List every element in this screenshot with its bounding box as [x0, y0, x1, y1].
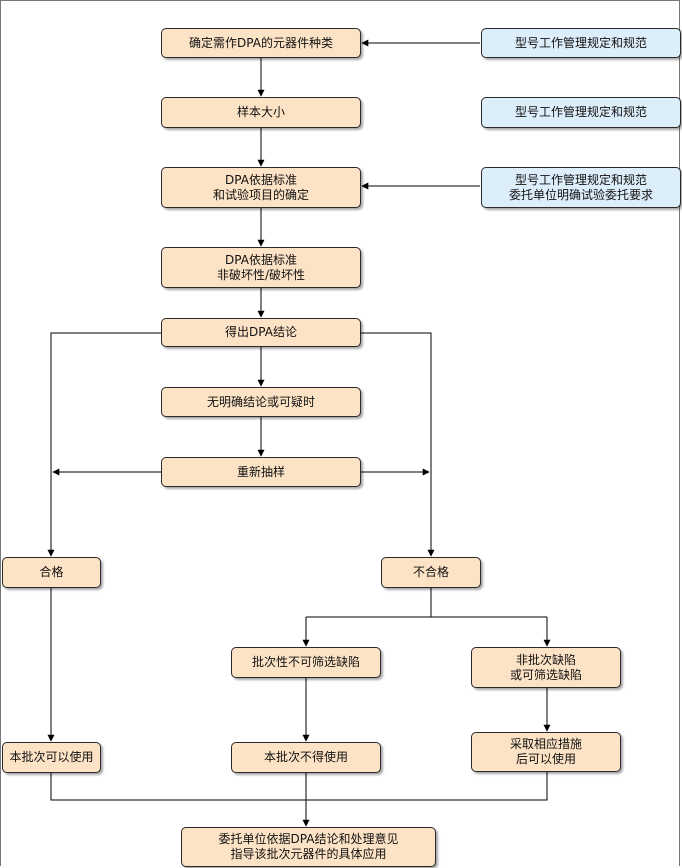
node-take-measures: 采取相应措施 后可以使用 [471, 732, 621, 772]
node-determine-component-types: 确定需作DPA的元器件种类 [161, 28, 361, 58]
source-label-line2: 委托单位明确试验委托要求 [508, 187, 653, 202]
node-label-line1: DPA依据标准 [225, 172, 297, 187]
node-batch-cannot-use: 本批次不得使用 [231, 742, 381, 773]
node-label: 本批次可以使用 [9, 750, 94, 764]
node-label-line2: 后可以使用 [515, 752, 576, 766]
node-standards-and-test-items: DPA依据标准 和试验项目的确定 [161, 167, 361, 208]
node-unclear-conclusion: 无明确结论或可疑时 [161, 387, 361, 417]
node-batch-defect: 批次性不可筛选缺陷 [231, 647, 381, 678]
node-label: 本批次不得使用 [263, 750, 348, 764]
node-pass: 合格 [2, 557, 101, 588]
node-label: 不合格 [412, 565, 449, 579]
node-label-line2: 或可筛选缺陷 [509, 667, 582, 682]
node-label-line1: 委托单位依据DPA结论和处理意见 [218, 832, 399, 846]
node-label-line1: 采取相应措施 [509, 737, 582, 751]
source-label-line1: 型号工作管理规定和规范 [514, 172, 647, 187]
node-non-batch-defect: 非批次缺陷 或可筛选缺陷 [471, 647, 621, 688]
source-regulations-and-requirements: 型号工作管理规定和规范 委托单位明确试验委托要求 [481, 167, 681, 208]
node-label: 样本大小 [236, 105, 285, 119]
node-label-line2: 和试验项目的确定 [212, 187, 309, 202]
node-final-application: 委托单位依据DPA结论和处理意见 指导该批次元器件的具体应用 [181, 827, 436, 867]
node-resample: 重新抽样 [161, 457, 361, 487]
node-label-line1: DPA依据标准 [225, 252, 297, 267]
node-label: 确定需作DPA的元器件种类 [189, 35, 333, 50]
node-sample-size: 样本大小 [161, 97, 361, 128]
node-label-line2: 指导该批次元器件的具体应用 [230, 847, 387, 861]
node-fail: 不合格 [381, 557, 481, 588]
node-label: 批次性不可筛选缺陷 [251, 655, 360, 669]
source-label: 型号工作管理规定和规范 [514, 105, 647, 119]
source-label: 型号工作管理规定和规范 [514, 35, 647, 50]
node-standards-destructive: DPA依据标准 非破坏性/破坏性 [161, 247, 361, 288]
source-model-regulations-1: 型号工作管理规定和规范 [481, 28, 681, 58]
node-label: 合格 [39, 565, 64, 579]
node-label: 得出DPA结论 [225, 325, 297, 339]
node-dpa-conclusion: 得出DPA结论 [161, 318, 361, 347]
node-label-line1: 非批次缺陷 [515, 652, 576, 667]
node-batch-can-use: 本批次可以使用 [2, 742, 101, 773]
node-label: 重新抽样 [236, 464, 285, 479]
node-label-line2: 非破坏性/破坏性 [216, 267, 306, 282]
node-label: 无明确结论或可疑时 [206, 394, 315, 409]
source-model-regulations-2: 型号工作管理规定和规范 [481, 97, 681, 128]
